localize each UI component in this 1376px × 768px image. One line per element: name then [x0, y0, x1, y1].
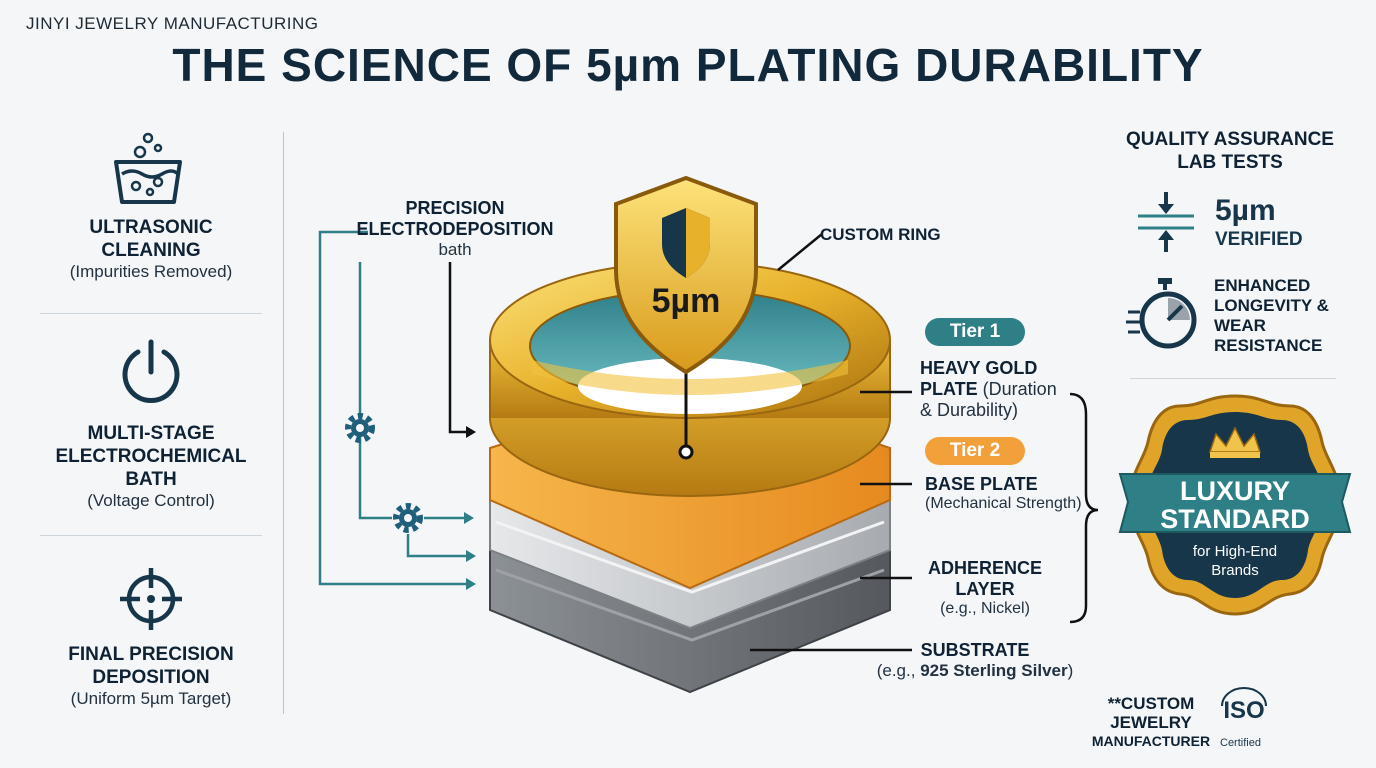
- base-plate-label: BASE PLATE: [925, 474, 1038, 494]
- base-plate-sub: (Mechanical Strength): [925, 495, 1082, 512]
- step-title: ULTRASONIC: [89, 217, 213, 238]
- badge-line4: Brands: [1211, 562, 1259, 579]
- heavy-gold-label: HEAVY GOLD: [920, 358, 1038, 378]
- luxury-standard-badge: LUXURY STANDARD for High-End Brands: [1118, 394, 1352, 616]
- substrate-sub: ): [1067, 661, 1074, 680]
- badge-line1: LUXURY: [1180, 476, 1290, 506]
- step-title: DEPOSITION: [92, 667, 210, 688]
- bath-label: ELECTRODEPOSITION: [356, 219, 554, 239]
- divider: [40, 313, 262, 314]
- heavy-gold-sub: & Durability): [920, 400, 1019, 420]
- shield-value: 5µm: [652, 282, 721, 320]
- step-title: MULTI-STAGE: [87, 423, 215, 444]
- tier-1-badge: Tier 1: [925, 318, 1025, 346]
- longevity-label: ENHANCED: [1214, 276, 1311, 295]
- step-subtitle: (Voltage Control): [87, 491, 215, 510]
- power-icon: [122, 339, 180, 403]
- iso-certified: Certified: [1220, 737, 1261, 749]
- gear-icon: [393, 503, 423, 533]
- shield-5um-icon: [614, 175, 758, 375]
- step-subtitle: (Impurities Removed): [69, 262, 233, 281]
- heavy-gold-label: PLATE: [920, 379, 978, 399]
- qa-title: QUALITY ASSURANCE: [1126, 129, 1334, 150]
- iso-text: ISO: [1223, 697, 1264, 724]
- plating-layers-diagram: 5µm: [318, 175, 1099, 694]
- adherence-label: ADHERENCE: [927, 558, 1042, 578]
- adherence-sub: (e.g., Nickel): [940, 600, 1030, 617]
- badge-line3: for High-End: [1193, 543, 1277, 560]
- substrate-label: SUBSTRATE: [920, 640, 1030, 660]
- divider: [1130, 378, 1336, 379]
- column-divider: [283, 132, 284, 714]
- thickness-value: 5µm: [1215, 194, 1276, 227]
- footer-label: **CUSTOM: [1107, 694, 1195, 713]
- step-title: ELECTROCHEMICAL: [55, 446, 247, 467]
- step-title: BATH: [125, 469, 177, 490]
- process-steps: ULTRASONIC CLEANING (Impurities Removed)…: [40, 120, 262, 720]
- brand-name: JINYI JEWELRY MANUFACTURING: [26, 14, 319, 33]
- longevity-label: RESISTANCE: [1214, 336, 1323, 355]
- longevity-label: WEAR: [1214, 316, 1266, 335]
- longevity-label: LONGEVITY &: [1214, 296, 1329, 315]
- step-subtitle: (Uniform 5µm Target): [70, 689, 232, 708]
- bath-label-sub: bath: [438, 240, 472, 259]
- divider: [40, 535, 262, 536]
- heavy-gold-sub: (Duration: [977, 379, 1057, 399]
- badge-line2: STANDARD: [1160, 504, 1310, 534]
- ultrasonic-bath-icon: [114, 132, 182, 204]
- tier-2-badge: Tier 2: [925, 437, 1025, 465]
- step-title: CLEANING: [101, 240, 201, 261]
- qa-title: LAB TESTS: [1177, 152, 1283, 173]
- target-crosshair-icon: [120, 568, 182, 630]
- footer-label: MANUFACTURER: [1091, 733, 1211, 749]
- substrate-sub: 925 Sterling Silver: [920, 661, 1068, 680]
- thickness-label: VERIFIED: [1215, 229, 1303, 250]
- iso-icon: ISO: [1221, 687, 1267, 724]
- thickness-gauge-icon: [1138, 192, 1194, 252]
- step-title: FINAL PRECISION: [68, 644, 234, 665]
- ring-label: CUSTOM RING: [820, 225, 941, 244]
- footer-label: JEWELRY: [1110, 713, 1192, 732]
- adherence-label: LAYER: [955, 579, 1015, 599]
- substrate-sub: (e.g.,: [876, 661, 921, 680]
- page-title: THE SCIENCE OF 5µm PLATING DURABILITY: [172, 39, 1204, 91]
- bath-label: PRECISION: [405, 198, 505, 218]
- stopwatch-icon: [1126, 278, 1197, 349]
- gear-icon: [345, 413, 375, 443]
